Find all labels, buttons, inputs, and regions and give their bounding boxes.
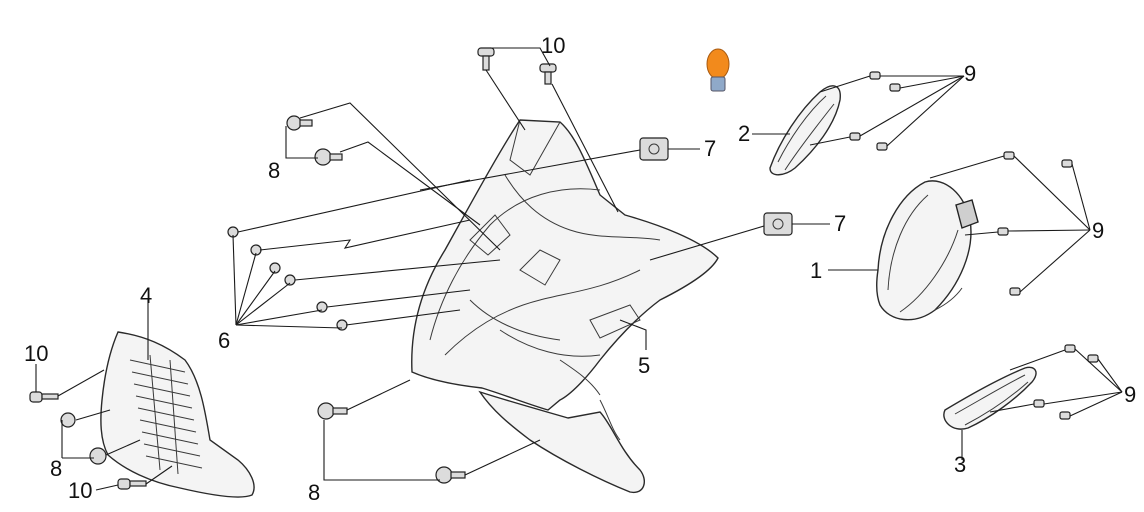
screw-icon [539,63,557,85]
side-panel-part-4 [100,331,255,498]
callout-8: 8 [308,480,320,505]
leader-lines [35,47,1123,491]
screw-icon [997,227,1009,236]
screw-icon [477,47,495,71]
screw-icon [1003,151,1015,160]
screw-icon [1064,344,1076,353]
bulb-icon [706,48,730,92]
front-cover-part-5 [411,119,719,494]
clip-icon [89,447,107,465]
screw-icon [29,391,59,403]
nut-icon [763,212,793,236]
headlight-part-1 [875,180,979,321]
screw-icon [336,319,348,331]
screw-icon [849,132,861,141]
callout-1: 1 [810,258,822,283]
callout-10: 10 [24,341,48,366]
screw-icon [1033,399,1045,408]
turn-signal-lower-part-3 [943,366,1037,430]
callout-4: 4 [140,283,152,308]
callout-2: 2 [738,121,750,146]
clip-icon [314,148,343,166]
callout-5: 5 [638,353,650,378]
callout-8: 8 [268,158,280,183]
vent-grille [129,354,203,475]
screw-icon [1087,354,1099,363]
screw-icon [876,142,888,151]
callout-9: 9 [964,61,976,86]
callout-10: 10 [541,33,565,58]
callout-7: 7 [704,136,716,161]
callout-9: 9 [1092,218,1104,243]
screw-icon [1059,411,1071,420]
callout-8: 8 [50,456,62,481]
screw-icon [269,262,281,274]
turn-signal-upper-part-2 [769,85,841,176]
callout-6: 6 [218,328,230,353]
callout-3: 3 [954,452,966,477]
screw-icon [869,71,881,80]
fasteners [29,47,1099,490]
callout-labels: 10 9 2 8 7 7 9 1 4 6 5 10 9 8 3 10 8 [24,33,1136,505]
clip-icon [286,115,313,131]
clip-icon [60,412,76,428]
callout-10: 10 [68,478,92,503]
callout-7: 7 [834,211,846,236]
clip-icon [317,402,348,420]
screw-icon [1009,287,1021,296]
clip-icon [435,466,466,484]
screw-icon [1061,159,1073,168]
screw-icon [117,478,147,490]
nut-icon [639,137,669,161]
screw-icon [889,83,901,92]
callout-9: 9 [1124,382,1136,407]
